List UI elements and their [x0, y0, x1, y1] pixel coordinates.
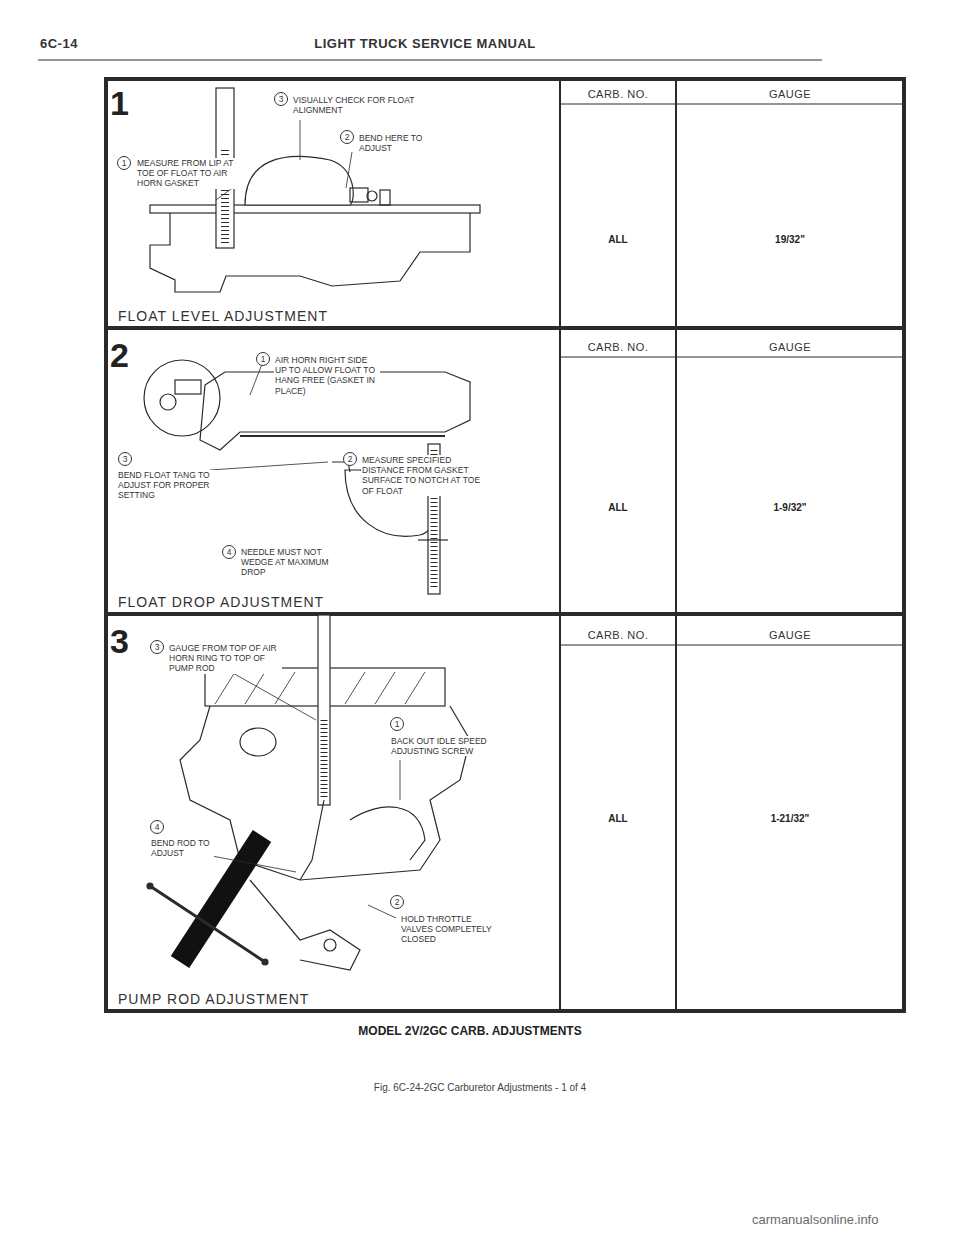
- float-level-figure: [150, 88, 480, 292]
- panel-rule: [106, 612, 904, 616]
- callout-text: BEND FLOAT TANG TO ADJUST FOR PROPER SET…: [117, 470, 231, 501]
- table-cell: 1-9/32": [678, 502, 902, 513]
- panel-title: FLOAT DROP ADJUSTMENT: [118, 594, 324, 610]
- callout-text: HOLD THROTTLE VALVES COMPLETELY CLOSED: [400, 914, 506, 945]
- table-header: GAUGE: [678, 88, 902, 100]
- callout-text: AIR HORN RIGHT SIDE UP TO ALLOW FLOAT TO…: [274, 355, 380, 396]
- adjustment-panel: PUMP ROD ADJUSTMENT: [108, 616, 558, 1009]
- figure-caption: MODEL 2V/2GC CARB. ADJUSTMENTS: [0, 1024, 940, 1038]
- panel-rule: [106, 326, 904, 330]
- callout-text: BACK OUT IDLE SPEED ADJUSTING SCREW: [390, 736, 504, 756]
- callout-number: 2: [390, 895, 404, 909]
- table-header: CARB. NO.: [562, 629, 674, 641]
- callout-number: 3: [150, 640, 164, 654]
- frame: [106, 79, 904, 1011]
- table-rule: [560, 104, 904, 105]
- panel-title: PUMP ROD ADJUSTMENT: [118, 991, 309, 1007]
- callout-text: NEEDLE MUST NOT WEDGE AT MAXIMUM DROP: [240, 547, 334, 578]
- table-header: CARB. NO.: [562, 88, 674, 100]
- callout-number: 2: [340, 130, 354, 144]
- callout-number: 4: [150, 820, 164, 834]
- callout-number: 1: [117, 156, 131, 170]
- callout-text: GAUGE FROM TOP OF AIR HORN RING TO TOP O…: [168, 643, 282, 674]
- table-rule: [560, 645, 904, 646]
- callout-number: 3: [274, 92, 288, 106]
- callout-number: 1: [256, 352, 270, 366]
- callout-number: 3: [118, 452, 132, 466]
- page-number: 6C-14: [40, 36, 78, 51]
- panel-number: 1: [110, 86, 129, 120]
- callout-text: MEASURE SPECIFIED DISTANCE FROM GASKET S…: [361, 455, 487, 496]
- panel-number: 3: [110, 624, 129, 658]
- table-header: CARB. NO.: [562, 341, 674, 353]
- panel-title: FLOAT LEVEL ADJUSTMENT: [118, 308, 328, 324]
- table-header: GAUGE: [678, 629, 902, 641]
- column-rule: [559, 79, 561, 1011]
- watermark: carmanualsonline.info: [752, 1212, 878, 1227]
- callout-number: 1: [390, 717, 404, 731]
- panel-number: 2: [110, 338, 129, 372]
- page-title: LIGHT TRUCK SERVICE MANUAL: [0, 36, 850, 51]
- header-rule: [38, 60, 822, 61]
- table-cell: 19/32": [678, 234, 902, 245]
- table-cell: 1-21/32": [678, 813, 902, 824]
- callout-text: BEND HERE TO ADJUST: [358, 133, 432, 153]
- table-rule: [560, 357, 904, 358]
- table-cell: ALL: [562, 234, 674, 245]
- figure-note: Fig. 6C-24-2GC Carburetor Adjustments - …: [0, 1082, 960, 1093]
- callout-text: BEND ROD TO ADJUST: [150, 838, 214, 858]
- callout-text: MEASURE FROM LIP AT TOE OF FLOAT TO AIR …: [136, 158, 246, 189]
- table-header: GAUGE: [678, 341, 902, 353]
- table-cell: ALL: [562, 813, 674, 824]
- callout-number: 2: [343, 452, 357, 466]
- callout-number: 4: [222, 545, 236, 559]
- table-cell: ALL: [562, 502, 674, 513]
- callout-text: VISUALLY CHECK FOR FLOAT ALIGNMENT: [292, 95, 429, 115]
- column-rule: [675, 79, 677, 1011]
- adjustment-panel: FLOAT LEVEL ADJUSTMENT: [108, 81, 558, 326]
